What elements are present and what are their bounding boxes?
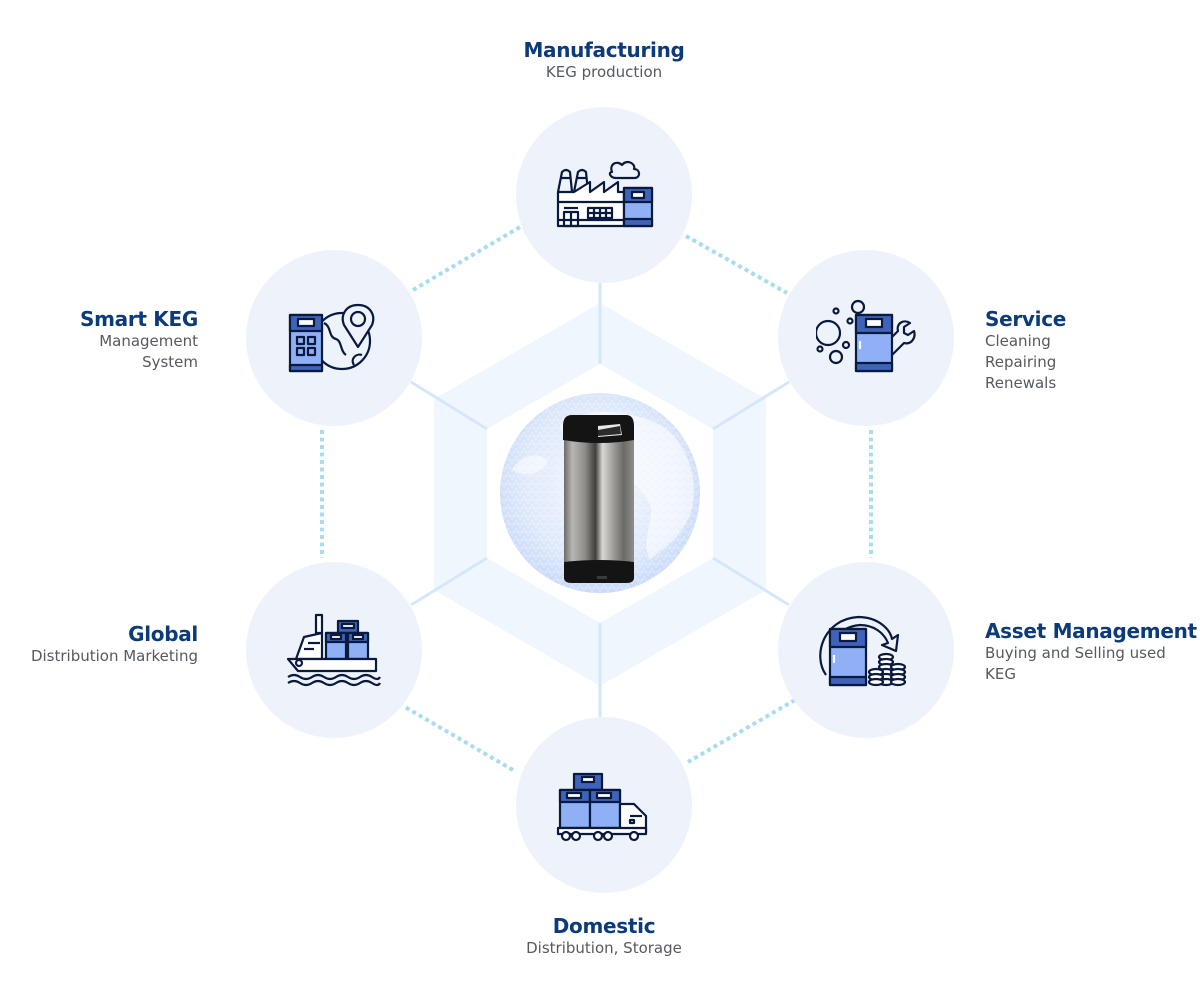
connector-asset-management — [712, 556, 790, 607]
node-smart-keg[interactable] — [246, 250, 422, 426]
node-title: Smart KEG — [79, 307, 198, 331]
dotted-manufacturing-service — [685, 234, 788, 295]
node-service[interactable] — [778, 250, 954, 426]
factory-icon — [556, 160, 654, 228]
dotted-asset-domestic — [686, 698, 797, 764]
node-subtitle: Distribution, Storage — [526, 939, 682, 957]
connector-smart-keg — [410, 380, 488, 431]
node-asset-management[interactable] — [778, 562, 954, 738]
node-global[interactable] — [246, 562, 422, 738]
dotted-connectors — [320, 225, 873, 772]
label-manufacturing: Manufacturing KEG production — [454, 38, 754, 83]
keg-wrench-bubbles-icon — [816, 299, 916, 373]
keg-qr-globe-pin-icon — [288, 303, 375, 373]
node-title: Service — [985, 307, 1067, 331]
node-title: Manufacturing — [523, 38, 685, 62]
cargo-ship-icon — [286, 613, 381, 687]
node-subtitle: Distribution Marketing — [30, 647, 198, 665]
node-domestic[interactable] — [516, 717, 692, 893]
node-subtitle: Buying and Selling used KEG — [985, 644, 1166, 683]
center-keg-image — [563, 415, 634, 583]
node-subtitle: Repairing — [985, 353, 1057, 371]
node-title: Domestic — [552, 914, 656, 938]
label-service: Service Cleaning Repairing Renewals — [985, 307, 1185, 394]
connector-service — [712, 380, 790, 431]
node-subtitle: System — [142, 353, 198, 371]
node-subtitle: Management — [99, 332, 198, 350]
node-subtitle: KEG production — [545, 63, 663, 81]
node-title: Global — [128, 622, 198, 646]
keg-coins-cycle-icon — [819, 615, 907, 687]
node-subtitle: Renewals — [985, 374, 1057, 392]
node-manufacturing[interactable] — [516, 107, 692, 283]
connector-global — [410, 556, 488, 607]
label-domestic: Domestic Distribution, Storage — [454, 914, 754, 959]
node-subtitle: Cleaning — [985, 332, 1051, 350]
label-global: Global Distribution Marketing — [20, 622, 198, 667]
label-smart-keg: Smart KEG Management System — [20, 307, 198, 373]
node-title: Asset Management — [985, 619, 1197, 643]
dotted-smart-manufacturing — [411, 225, 522, 292]
dotted-domestic-global — [403, 705, 515, 772]
label-asset-management: Asset Management Buying and Selling used… — [985, 619, 1200, 685]
truck-kegs-icon — [556, 772, 648, 842]
solid-connectors — [410, 283, 790, 717]
